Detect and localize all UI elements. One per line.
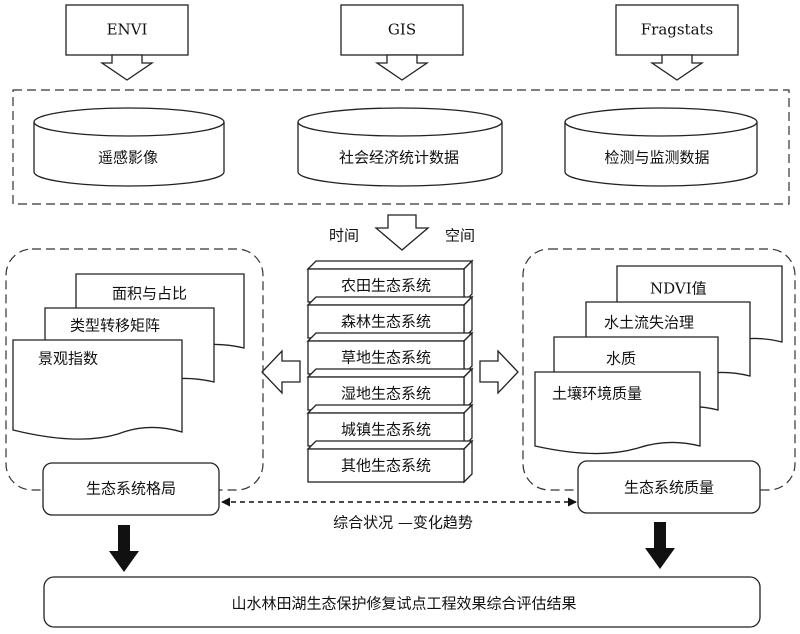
left-result-arrow <box>109 525 139 572</box>
database-label-remote-sensing: 遥感影像 <box>97 148 159 167</box>
database-socio-economic <box>297 107 503 187</box>
ecosystem-stack <box>306 259 474 484</box>
doc-label-soil-erosion: 水土流失治理 <box>604 313 695 332</box>
doc-soil-quality <box>534 371 701 455</box>
doc-label-area-share: 面积与占比 <box>112 284 188 303</box>
tool-label-envi: ENVI <box>106 20 148 39</box>
pattern-title: 生态系统格局 <box>85 479 177 498</box>
doc-label-transfer-matrix: 类型转移矩阵 <box>70 316 161 335</box>
quality-region <box>522 248 796 491</box>
right-result-arrow <box>645 522 675 569</box>
database-label-monitoring: 检测与监测数据 <box>604 148 710 167</box>
database-label-socio-economic: 社会经济统计数据 <box>338 148 460 167</box>
doc-label-landscape-index: 景观指数 <box>38 349 99 368</box>
result-title: 山水林田湖生态保护修复试点工程效果综合评估结果 <box>231 594 577 613</box>
center-down-arrow <box>374 214 430 251</box>
right-arrow <box>479 349 519 395</box>
tool-label-fragstats: Fragstats <box>640 20 714 39</box>
tool-label-gis: GIS <box>387 20 417 39</box>
tool-envi <box>65 4 189 81</box>
ecosystem-label: 草地生态系统 <box>340 348 432 367</box>
trend-label: 综合状况 —变化趋势 <box>333 513 473 532</box>
ecosystem-label: 城镇生态系统 <box>340 420 432 439</box>
ecosystem-label: 其他生态系统 <box>340 456 432 475</box>
quality-box <box>577 460 761 514</box>
time-label: 时间 <box>328 226 360 245</box>
pattern-box <box>42 462 220 516</box>
database-remote-sensing <box>33 107 225 187</box>
data-source-region <box>12 89 790 205</box>
doc-label-soil-quality: 土壤环境质量 <box>552 384 643 403</box>
left-arrow <box>261 349 301 395</box>
database-monitoring <box>564 107 758 187</box>
ecosystem-block <box>306 439 474 484</box>
quality-title: 生态系统质量 <box>623 478 715 497</box>
ecosystem-label: 湿地生态系统 <box>340 384 432 403</box>
result-box <box>43 576 761 628</box>
doc-landscape-index <box>12 339 183 440</box>
doc-label-water-quality: 水质 <box>606 349 637 368</box>
doc-label-ndvi: NDVI值 <box>650 279 707 298</box>
space-label: 空间 <box>444 226 476 245</box>
tool-gis <box>340 4 464 81</box>
tool-fragstats <box>615 4 739 81</box>
ecosystem-label: 农田生态系统 <box>340 276 432 295</box>
ecosystem-label: 森林生态系统 <box>340 312 432 331</box>
